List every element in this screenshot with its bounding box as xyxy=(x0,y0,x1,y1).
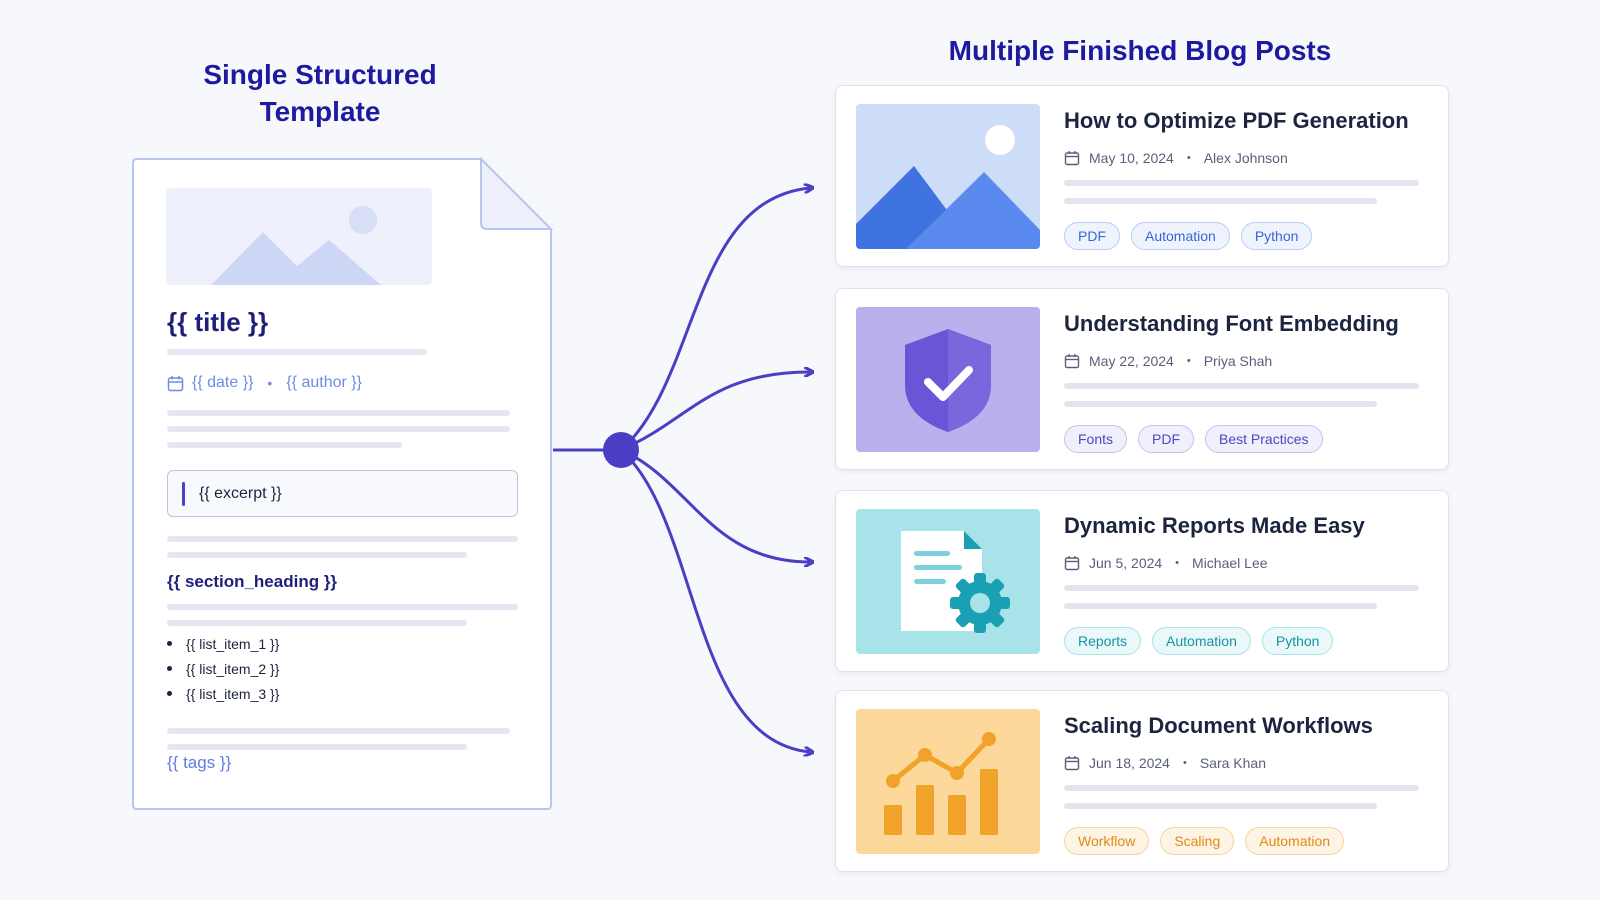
text-line xyxy=(1064,585,1419,591)
calendar-icon xyxy=(1064,556,1080,571)
text-line xyxy=(1064,803,1377,809)
list-item-text: {{ list_item_3 }} xyxy=(186,685,280,702)
text-line xyxy=(1064,785,1419,791)
shield-check-icon xyxy=(856,307,1040,452)
blog-post-card[interactable]: Understanding Font Embedding May 22, 202… xyxy=(835,288,1449,470)
tag-chip[interactable]: Reports xyxy=(1064,627,1142,655)
meta-separator: • xyxy=(1186,152,1191,164)
template-list-item: {{ list_item_1 }} xyxy=(167,631,279,656)
meta-separator: • xyxy=(1186,355,1191,367)
arrow-to-post-3 xyxy=(620,448,810,562)
post-title[interactable]: Scaling Document Workflows xyxy=(1064,713,1373,738)
post-tags: Reports Automation Python xyxy=(1064,627,1334,655)
tag-chip[interactable]: Automation xyxy=(1131,222,1230,250)
blog-post-card[interactable]: How to Optimize PDF Generation May 10, 2… xyxy=(835,85,1449,267)
template-author-placeholder: {{ author }} xyxy=(286,374,362,391)
post-title[interactable]: How to Optimize PDF Generation xyxy=(1064,108,1409,133)
tag-chip[interactable]: PDF xyxy=(1138,425,1195,453)
excerpt-accent-bar xyxy=(182,481,185,506)
template-section-heading-placeholder: {{ section_heading }} xyxy=(167,572,338,591)
template-excerpt-placeholder: {{ excerpt }} xyxy=(199,484,282,502)
text-line xyxy=(167,426,510,432)
post-meta: May 22, 2024 • Priya Shah xyxy=(1064,353,1272,369)
post-meta: May 10, 2024 • Alex Johnson xyxy=(1064,150,1288,166)
post-author: Priya Shah xyxy=(1203,353,1273,369)
tag-chip[interactable]: PDF xyxy=(1064,222,1120,250)
post-title[interactable]: Understanding Font Embedding xyxy=(1064,311,1399,336)
post-title[interactable]: Dynamic Reports Made Easy xyxy=(1064,513,1365,538)
post-author: Alex Johnson xyxy=(1203,150,1288,166)
meta-separator: • xyxy=(267,375,273,391)
text-line xyxy=(1064,603,1377,609)
post-meta: Jun 18, 2024 • Sara Khan xyxy=(1064,755,1266,771)
post-author: Michael Lee xyxy=(1192,555,1268,571)
template-tags-placeholder: {{ tags }} xyxy=(167,753,232,772)
post-tags: Workflow Scaling Automation xyxy=(1064,827,1345,855)
bullet-icon xyxy=(167,641,172,646)
template-heading: Single Structured Template xyxy=(170,56,470,130)
post-date: May 22, 2024 xyxy=(1089,353,1174,369)
tag-chip[interactable]: Scaling xyxy=(1160,827,1235,855)
template-list: {{ list_item_1 }} {{ list_item_2 }} {{ l… xyxy=(167,631,279,706)
template-document: {{ title }} {{ date }} • {{ author }} {{… xyxy=(131,157,553,811)
post-meta: Jun 5, 2024 • Michael Lee xyxy=(1064,555,1268,571)
tag-chip[interactable]: Python xyxy=(1240,222,1313,250)
text-line xyxy=(167,744,467,750)
text-line xyxy=(1064,180,1419,186)
tag-chip[interactable]: Automation xyxy=(1152,627,1251,655)
list-item-text: {{ list_item_2 }} xyxy=(186,660,280,677)
posts-heading: Multiple Finished Blog Posts xyxy=(948,35,1332,66)
blog-post-card[interactable]: Dynamic Reports Made Easy Jun 5, 2024 • … xyxy=(835,490,1449,672)
bullet-icon xyxy=(167,691,172,696)
post-date: May 10, 2024 xyxy=(1089,150,1174,166)
template-title-placeholder: {{ title }} xyxy=(167,307,269,337)
post-tags: Fonts PDF Best Practices xyxy=(1064,425,1323,453)
post-tags: PDF Automation Python xyxy=(1064,222,1313,250)
text-line xyxy=(167,552,467,558)
bullet-icon xyxy=(167,666,172,671)
template-meta: {{ date }} • {{ author }} xyxy=(167,374,362,392)
meta-separator: • xyxy=(1182,757,1187,769)
arrow-to-post-4 xyxy=(620,448,810,752)
text-line xyxy=(1064,198,1377,204)
template-heading-line-2: Template xyxy=(259,96,381,127)
template-date-placeholder: {{ date }} xyxy=(192,374,254,391)
meta-separator: • xyxy=(1175,557,1180,569)
arrow-to-post-1 xyxy=(620,188,810,452)
text-line xyxy=(1064,383,1419,389)
hub-node xyxy=(603,432,639,468)
text-line xyxy=(1064,401,1377,407)
tag-chip[interactable]: Best Practices xyxy=(1205,425,1323,453)
text-line xyxy=(167,536,518,542)
mountain-landscape-icon xyxy=(856,104,1040,249)
post-date: Jun 18, 2024 xyxy=(1089,755,1170,771)
post-author: Sara Khan xyxy=(1199,755,1266,771)
text-line xyxy=(167,728,510,734)
template-excerpt-box: {{ excerpt }} xyxy=(167,470,518,517)
blog-post-card[interactable]: Scaling Document Workflows Jun 18, 2024 … xyxy=(835,690,1449,872)
title-underline-bar xyxy=(167,349,427,355)
tag-chip[interactable]: Workflow xyxy=(1064,827,1150,855)
template-list-item: {{ list_item_3 }} xyxy=(167,681,279,706)
document-gear-icon xyxy=(856,509,1040,654)
arrow-to-post-2 xyxy=(620,372,810,452)
calendar-icon xyxy=(1064,756,1080,771)
calendar-icon xyxy=(1064,354,1080,369)
template-heading-line-1: Single Structured xyxy=(203,59,437,90)
text-line xyxy=(167,620,467,626)
text-line xyxy=(167,604,518,610)
calendar-icon xyxy=(1064,151,1080,166)
image-placeholder-icon xyxy=(166,188,432,285)
tag-chip[interactable]: Automation xyxy=(1245,827,1345,855)
growth-chart-icon xyxy=(856,709,1040,854)
tag-chip[interactable]: Fonts xyxy=(1064,425,1128,453)
template-list-item: {{ list_item_2 }} xyxy=(167,656,279,681)
tag-chip[interactable]: Python xyxy=(1261,627,1334,655)
text-line xyxy=(167,442,402,448)
calendar-icon xyxy=(167,375,184,391)
post-date: Jun 5, 2024 xyxy=(1089,555,1163,571)
list-item-text: {{ list_item_1 }} xyxy=(186,635,280,652)
text-line xyxy=(167,410,510,416)
